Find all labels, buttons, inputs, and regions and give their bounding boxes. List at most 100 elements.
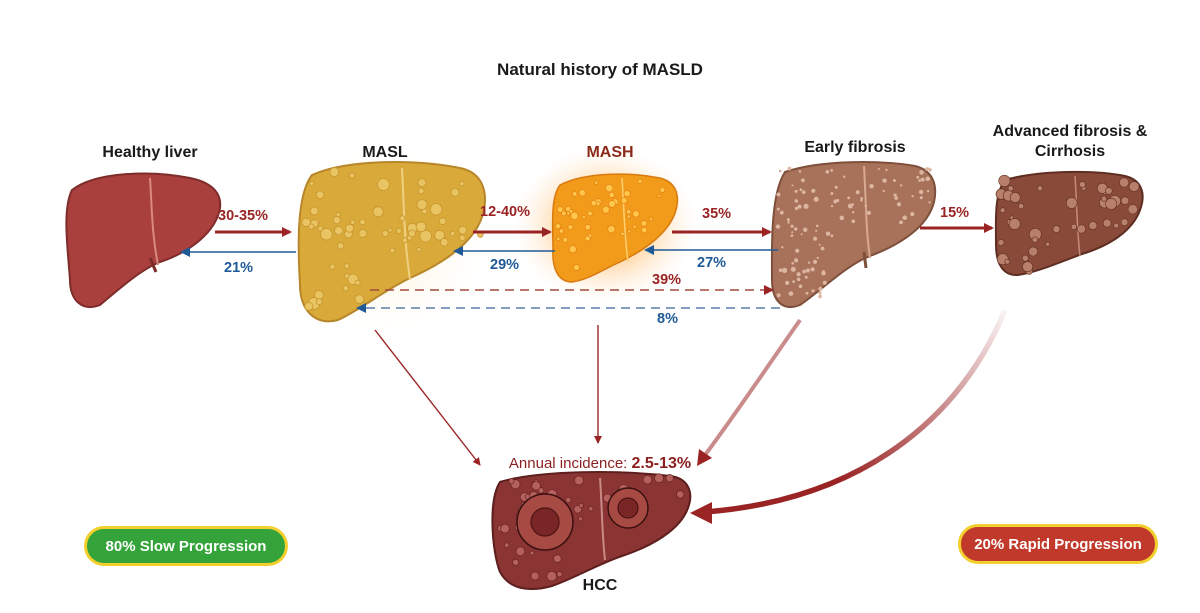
annual-incidence-label: Annual incidence: bbox=[508, 455, 632, 472]
texture-dot bbox=[335, 212, 341, 218]
texture-dot bbox=[894, 196, 898, 200]
texture-dot bbox=[309, 180, 315, 186]
pct-mash-to-early: 35% bbox=[702, 206, 732, 222]
pct-early-to-masl: 8% bbox=[657, 311, 678, 327]
texture-dot bbox=[556, 206, 564, 213]
texture-dot bbox=[775, 224, 781, 229]
texture-dot bbox=[578, 503, 584, 508]
annual-incidence-value: 2.5-13% bbox=[631, 455, 692, 472]
texture-dot bbox=[546, 570, 557, 582]
texture-dot bbox=[807, 261, 811, 264]
texture-dot bbox=[377, 178, 390, 191]
texture-dot bbox=[315, 190, 325, 200]
texture-dot bbox=[430, 203, 443, 216]
texture-dot bbox=[607, 225, 616, 234]
texture-dot bbox=[350, 219, 356, 225]
texture-dot bbox=[798, 170, 802, 173]
texture-dot bbox=[852, 211, 855, 214]
texture-dot bbox=[1017, 203, 1025, 210]
texture-dot bbox=[776, 207, 780, 211]
arrow-advanced-to-hcc bbox=[704, 308, 1008, 515]
texture-dot bbox=[1101, 195, 1107, 202]
slow-progression-badge: 80% Slow Progression bbox=[84, 526, 288, 566]
texture-dot bbox=[627, 229, 632, 234]
label-healthy-liver: Healthy liver bbox=[102, 144, 198, 161]
texture-dot bbox=[816, 256, 819, 259]
texture-dot bbox=[1007, 185, 1014, 192]
texture-dot bbox=[450, 230, 456, 237]
texture-dot bbox=[1105, 187, 1113, 195]
pct-masl-to-healthy: 21% bbox=[224, 260, 254, 276]
texture-dot bbox=[354, 294, 365, 304]
texture-dot bbox=[632, 224, 637, 229]
texture-dot bbox=[843, 175, 846, 178]
texture-dot bbox=[566, 211, 571, 216]
texture-dot bbox=[790, 266, 796, 272]
texture-dot bbox=[530, 571, 540, 581]
texture-dot bbox=[537, 487, 545, 494]
hcc-liver-icon bbox=[491, 471, 692, 590]
texture-dot bbox=[1128, 181, 1140, 192]
texture-dot bbox=[790, 224, 794, 228]
texture-dot bbox=[1004, 258, 1011, 265]
label-masl: MASL bbox=[362, 144, 408, 161]
texture-dot bbox=[839, 215, 845, 221]
texture-dot bbox=[459, 234, 466, 242]
texture-dot bbox=[1076, 224, 1086, 234]
texture-dot bbox=[811, 289, 815, 293]
texture-dot bbox=[803, 227, 808, 232]
texture-dot bbox=[1052, 225, 1061, 233]
texture-dot bbox=[1113, 222, 1119, 229]
texture-dot bbox=[676, 490, 685, 499]
texture-dot bbox=[810, 267, 815, 272]
texture-dot bbox=[802, 269, 807, 274]
texture-dot bbox=[902, 215, 908, 220]
texture-dot bbox=[818, 243, 821, 246]
texture-dot bbox=[657, 194, 662, 198]
early-fibrosis-liver-icon bbox=[770, 161, 937, 308]
texture-dot bbox=[786, 218, 790, 222]
texture-dot bbox=[584, 235, 591, 242]
texture-dot bbox=[791, 184, 794, 187]
texture-dot bbox=[587, 210, 593, 217]
texture-dot bbox=[334, 226, 344, 236]
texture-dot bbox=[911, 195, 914, 198]
texture-dot bbox=[1031, 236, 1039, 243]
texture-dot bbox=[864, 204, 867, 208]
texture-dot bbox=[349, 172, 356, 179]
texture-dot bbox=[556, 236, 561, 241]
texture-dot bbox=[555, 223, 561, 230]
label-advanced-line2: Cirrhosis bbox=[1034, 143, 1106, 160]
texture-dot bbox=[885, 168, 888, 172]
texture-dot bbox=[608, 191, 615, 198]
texture-dot bbox=[562, 237, 568, 243]
texture-dot bbox=[818, 291, 822, 295]
texture-dot bbox=[359, 218, 366, 226]
texture-dot bbox=[434, 229, 446, 241]
texture-dot bbox=[1022, 261, 1033, 273]
texture-dot bbox=[1045, 241, 1050, 247]
texture-dot bbox=[851, 219, 856, 224]
texture-dot bbox=[332, 216, 341, 225]
texture-dot bbox=[830, 234, 834, 238]
arrow-early-to-hcc bbox=[703, 318, 802, 457]
texture-dot bbox=[900, 184, 903, 187]
rapid-progression-badge: 20% Rapid Progression bbox=[958, 524, 1158, 564]
texture-dot bbox=[343, 263, 350, 270]
texture-dot bbox=[387, 227, 393, 233]
texture-dot bbox=[855, 190, 860, 195]
texture-dot bbox=[822, 280, 827, 285]
texture-dot bbox=[623, 190, 631, 198]
texture-dot bbox=[354, 279, 361, 286]
texture-dot bbox=[797, 204, 802, 209]
texture-dot bbox=[590, 200, 597, 207]
texture-dot bbox=[508, 478, 515, 485]
texture-dot bbox=[407, 229, 416, 238]
texture-dot bbox=[847, 203, 853, 209]
texture-dot bbox=[801, 178, 805, 183]
diagram-title: Natural history of MASLD bbox=[497, 60, 703, 79]
masl-liver-icon bbox=[280, 145, 490, 335]
pct-early-to-advanced: 15% bbox=[940, 205, 970, 221]
texture-dot bbox=[782, 267, 788, 273]
texture-dot bbox=[568, 245, 577, 254]
